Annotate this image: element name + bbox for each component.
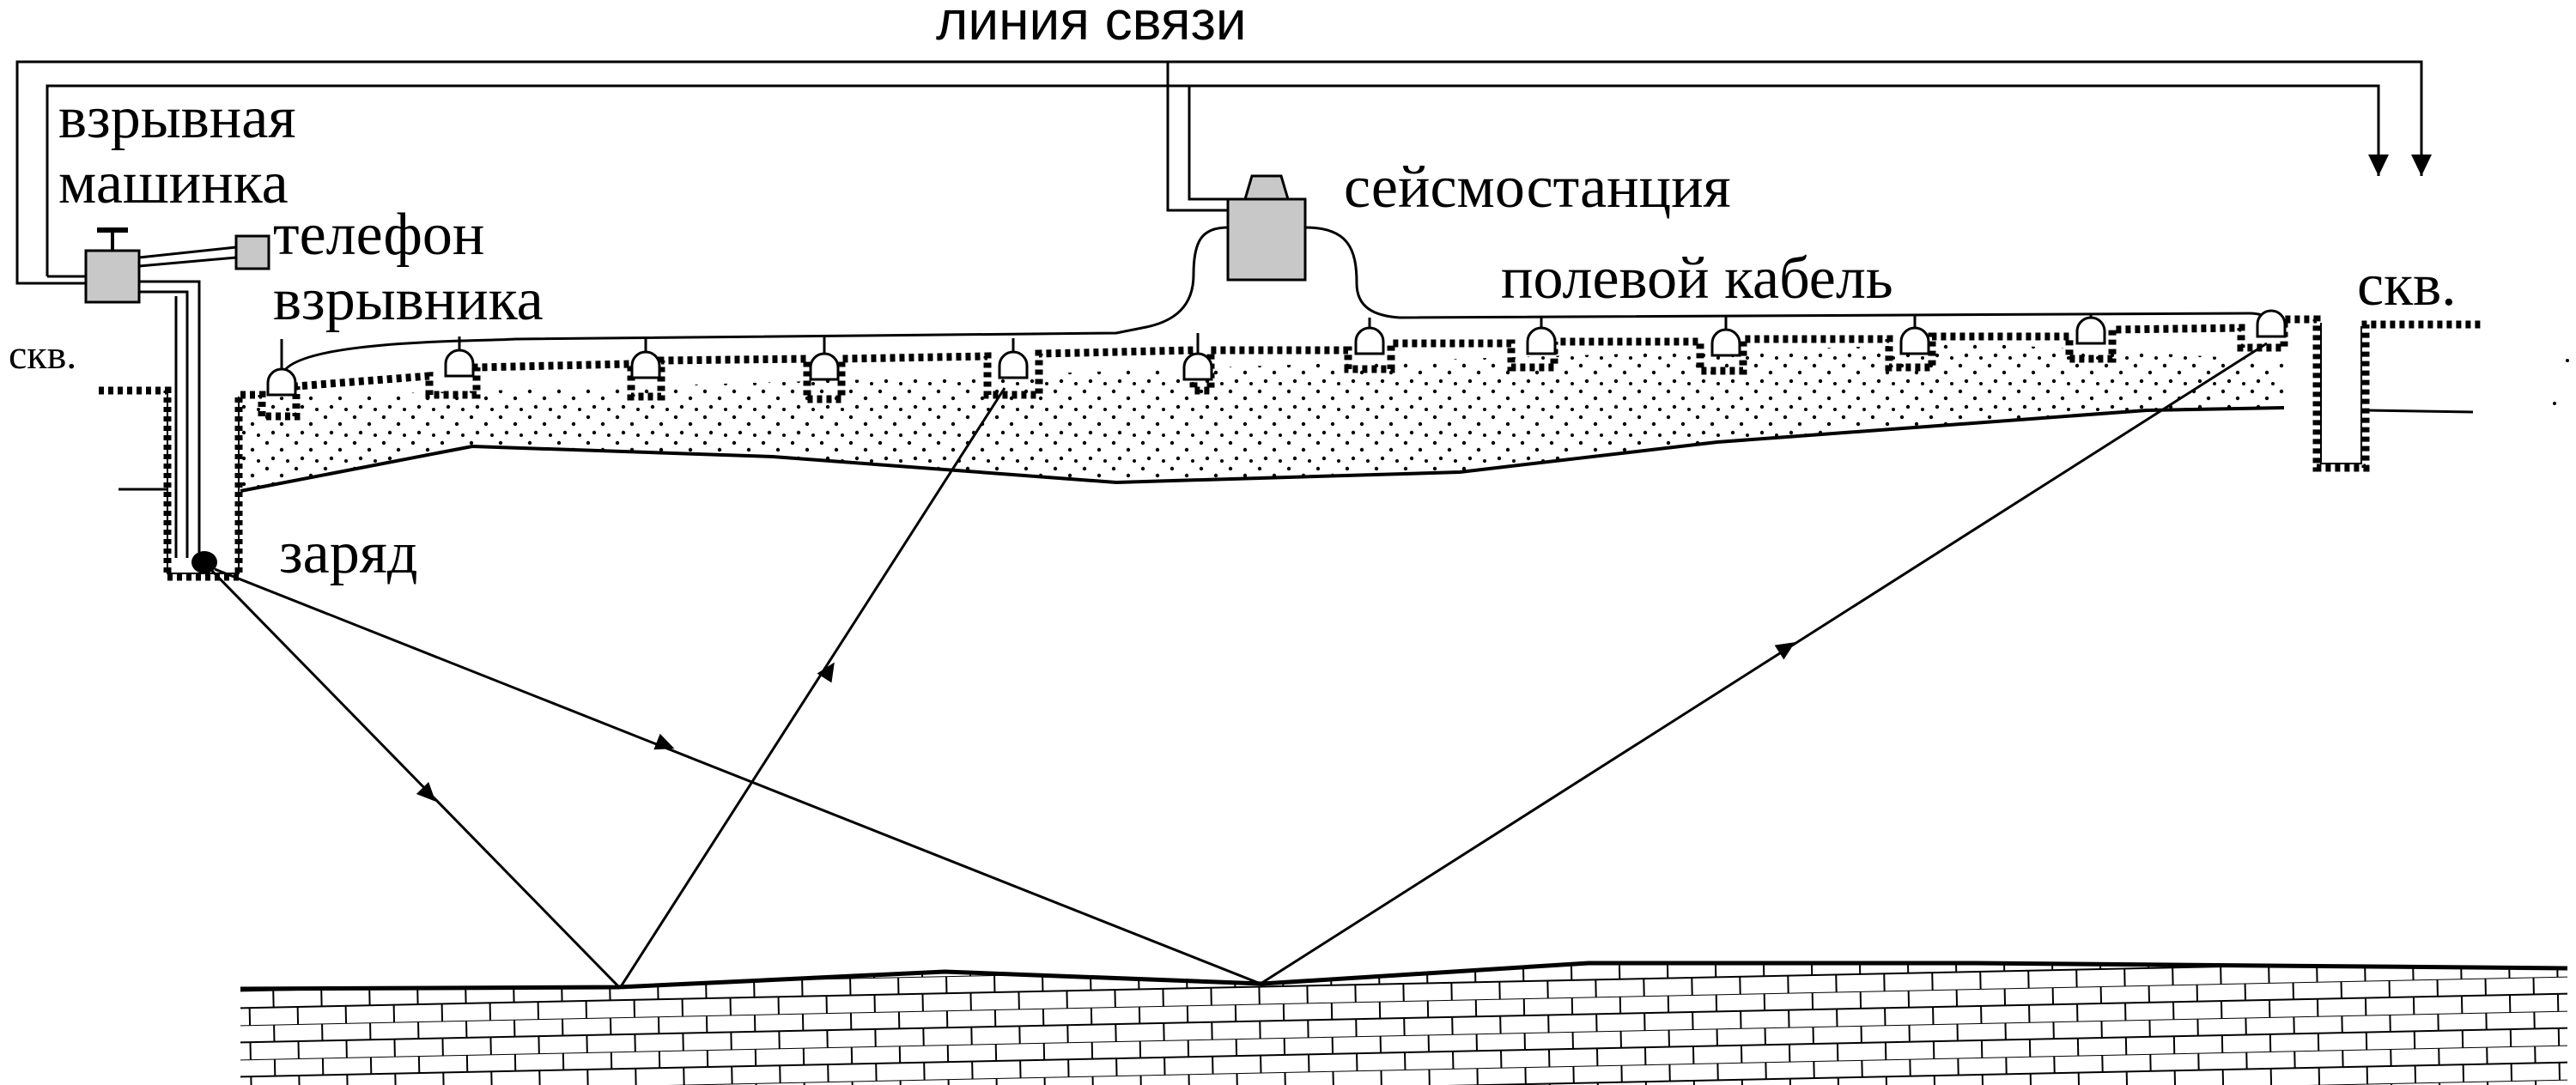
geophone-icon	[1526, 316, 1557, 355]
ray-incident-2	[214, 567, 1261, 985]
comm-line-to-station-2	[1188, 86, 1228, 201]
charge-label: заряд	[279, 520, 418, 586]
right-well-label: скв.	[2357, 252, 2457, 318]
blaster-phone-label: телефон взрывника	[273, 202, 544, 333]
ray-arrows	[416, 642, 1795, 802]
geophone-icon	[1710, 315, 1741, 357]
weathered-layer	[240, 343, 2284, 491]
seismic-station-icon	[1226, 174, 1307, 282]
telephone-icon	[234, 234, 270, 270]
seismic-station-label: сейсмостанция	[1344, 155, 1731, 221]
geophone-icon	[2075, 313, 2106, 345]
ray-reflected-2	[1260, 342, 2268, 985]
ray-arrow-3	[653, 733, 675, 750]
blasting-machine-icon	[84, 227, 141, 304]
geophone-icon	[1182, 333, 1213, 381]
comm-arrow-left	[2368, 155, 2389, 176]
geophone-icon	[2256, 309, 2287, 338]
comm-arrow-right	[2411, 155, 2432, 176]
field-cable-left	[280, 226, 1229, 379]
geophone-icon	[630, 336, 661, 379]
geophone-icon	[809, 337, 840, 381]
blasting-machine-label: взрывная машинка	[58, 85, 296, 216]
geophone-icon	[266, 339, 297, 397]
seismic-rays	[209, 342, 2268, 990]
ray-reflected-1	[618, 387, 1006, 989]
geophone-icon	[1354, 318, 1385, 355]
reflector-layer	[240, 963, 2567, 1085]
comm-line-to-station	[1166, 62, 1228, 212]
comm-line-inner	[46, 84, 2380, 276]
ray-arrow-2	[817, 662, 835, 683]
ray-arrow-4	[1774, 642, 1795, 660]
field-cable-label: полевой кабель	[1501, 245, 1893, 312]
comm-line-label: линия связи	[936, 0, 1247, 52]
left-well-inner-edge	[167, 393, 240, 574]
right-well-inner-edge	[2320, 323, 2362, 464]
weathered-layer-base	[240, 406, 2285, 493]
right-layer-tick	[2365, 409, 2474, 414]
ground-surface	[99, 315, 2482, 581]
geophone-icon	[444, 336, 475, 378]
geophone-icon	[1899, 314, 1930, 355]
geophone-icon	[998, 338, 1029, 379]
ray-arrow-1	[416, 782, 436, 802]
geophone-group	[266, 309, 2287, 397]
charge-dot	[191, 551, 217, 573]
left-well-label: скв.	[9, 332, 77, 378]
ray-incident-1	[209, 567, 622, 990]
